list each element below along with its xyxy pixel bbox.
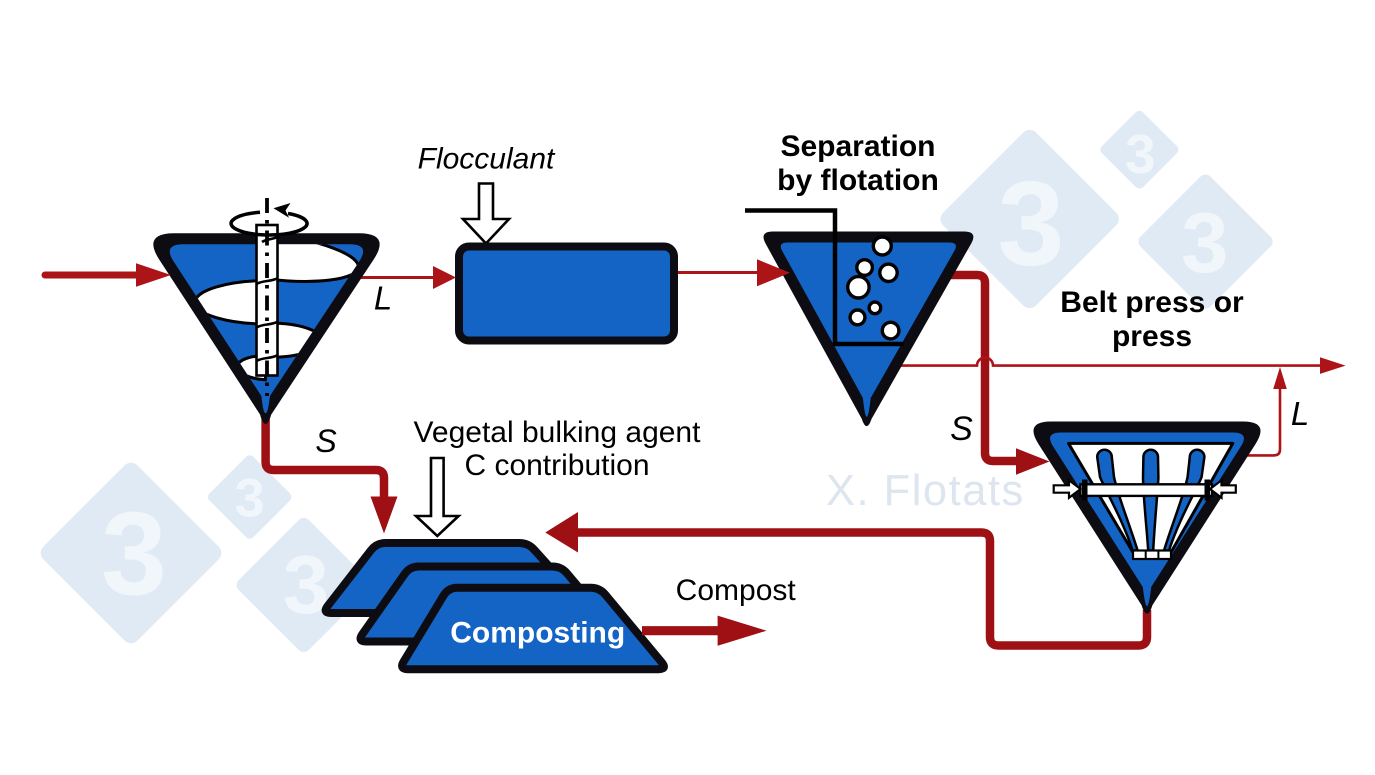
svg-text:Compost: Compost [676,574,797,607]
svg-text:Separation: Separation [780,130,935,163]
svg-text:Flocculant: Flocculant [418,143,556,176]
svg-text:C contribution: C contribution [464,449,649,482]
svg-text:L: L [374,280,392,317]
svg-text:3: 3 [283,538,329,631]
svg-text:S: S [315,423,336,459]
svg-text:Composting: Composting [450,617,625,650]
svg-text:X. Flotats: X. Flotats [826,467,1025,515]
svg-text:3: 3 [1125,123,1156,185]
svg-text:3: 3 [235,468,265,528]
svg-text:Vegetal bulking agent: Vegetal bulking agent [414,416,702,449]
svg-text:Belt press or: Belt press or [1060,286,1244,319]
svg-text:S: S [950,410,973,448]
svg-text:3: 3 [1181,196,1228,291]
svg-text:3: 3 [101,488,167,620]
svg-text:L: L [1291,395,1309,432]
svg-text:3: 3 [998,157,1065,291]
svg-text:by flotation: by flotation [777,164,939,197]
svg-text:press: press [1112,320,1192,353]
